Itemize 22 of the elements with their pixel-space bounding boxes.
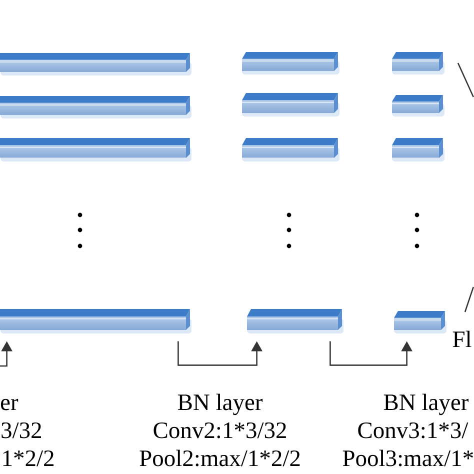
layer-caption: BN layer	[384, 394, 468, 416]
feature-bar	[242, 52, 340, 74]
layer-caption: Pool3:max/1*	[342, 450, 473, 466]
feature-bar	[0, 53, 192, 76]
layer-caption: 1*2/2	[3, 450, 54, 466]
layer-caption: er	[0, 398, 18, 410]
layer-caption: 3/32	[2, 422, 41, 438]
feature-bar	[242, 138, 340, 162]
layer-caption: Conv2:1*3/32	[154, 422, 286, 438]
feature-bar	[246, 309, 344, 334]
feature-bar	[394, 311, 446, 334]
layer-caption: Pool2:max/1*2/2	[140, 450, 300, 466]
layer-caption: Conv3:1*3/	[358, 422, 468, 438]
feature-bar	[0, 138, 192, 162]
side-label: Fl	[452, 330, 472, 347]
feature-bar	[392, 95, 444, 116]
layer-caption: BN layer	[178, 394, 263, 416]
feature-bar	[242, 93, 340, 116]
feature-bar	[0, 96, 192, 118]
feature-bar	[392, 138, 444, 162]
feature-bar	[0, 309, 192, 334]
feature-bar	[392, 52, 444, 74]
